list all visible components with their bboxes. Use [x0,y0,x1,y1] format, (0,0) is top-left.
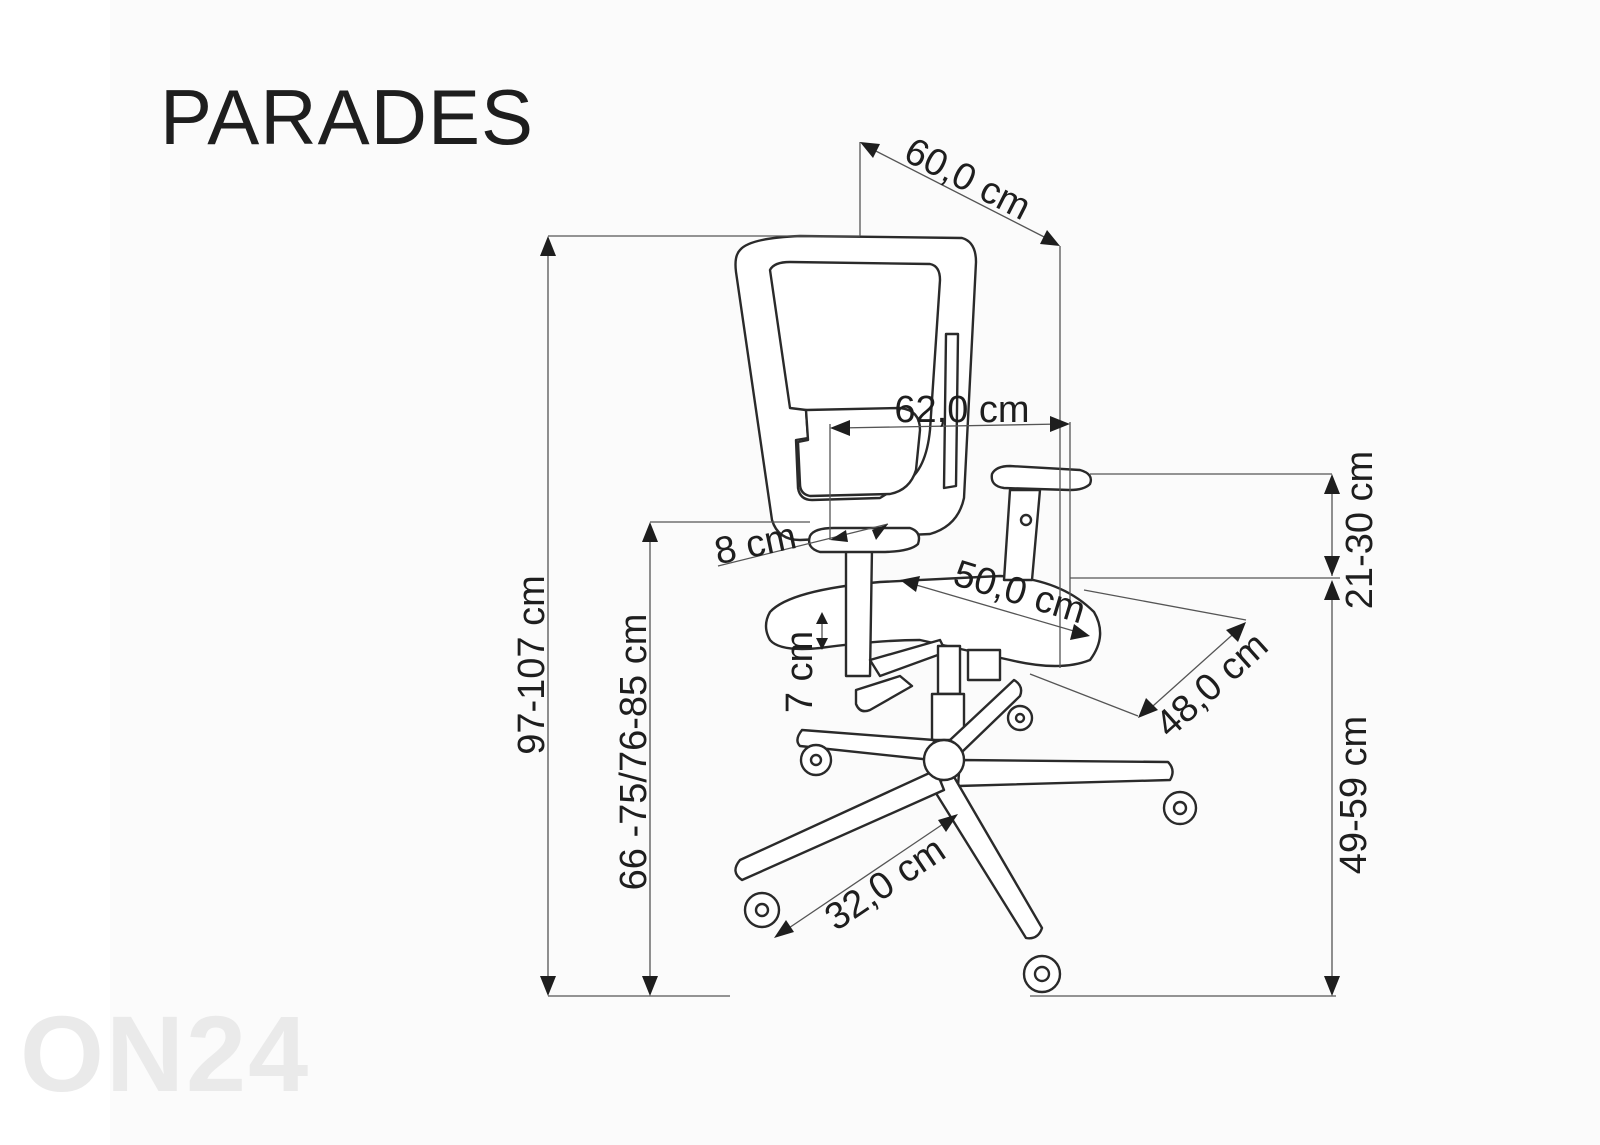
base-leg-back-left [796,728,936,762]
caster-left-hub [754,902,770,918]
caster-back-left-hub [809,753,823,767]
right-armrest-pad [990,464,1093,492]
label-armrest-width: 8 cm [711,515,800,573]
dim-line-width [837,423,1063,429]
caster-right-hub [1172,800,1188,816]
left-armrest-pad [807,526,921,554]
gas-lift-upper [936,644,962,696]
chair-base [734,678,1174,940]
casters [743,704,1198,994]
product-title: PARADES [160,73,534,161]
adjust-lever [854,674,914,713]
caster-front-hub [1033,965,1051,983]
label-seat-height: 49-59 cm [1333,716,1375,874]
armrest-bolt [1019,513,1033,527]
chair-illustration [734,234,1198,994]
base-leg-front [932,768,1044,940]
label-lumbar: 7 cm [779,631,821,713]
label-armrest-adjust: 21-30 cm [1339,451,1381,609]
left-armrest-support [844,546,874,678]
lumbar-support [796,406,922,498]
tilt-mechanism [868,638,948,678]
label-base-radius: 32,0 cm [818,829,954,939]
label-armrest-height: 66 -75/76-85 cm [613,614,655,891]
gas-lift-cover [966,648,1002,682]
dimension-lines [540,142,1340,997]
dim-line-depth-top [865,145,1055,243]
label-total-height: 97-107 cm [511,575,553,755]
label-seat-depth: 48,0 cm [1148,624,1277,746]
dim-line-seat-depth [1143,627,1241,715]
label-width: 62,0 cm [894,389,1029,431]
base-leg-left [734,768,946,882]
dim-line-base-radius [779,817,953,935]
caster-back-right-hub [1014,712,1026,724]
backrest-side-slot [942,332,960,490]
dim-line-armrest-width [717,523,889,567]
base-leg-back-right [948,678,1023,754]
watermark-logo: ON24 [20,993,311,1114]
right-armrest-support [1002,488,1042,582]
base-leg-right [956,758,1174,788]
dim-line-seat-width [905,581,1085,635]
label-depth-top: 60,0 cm [898,130,1038,229]
base-hub [922,738,966,782]
